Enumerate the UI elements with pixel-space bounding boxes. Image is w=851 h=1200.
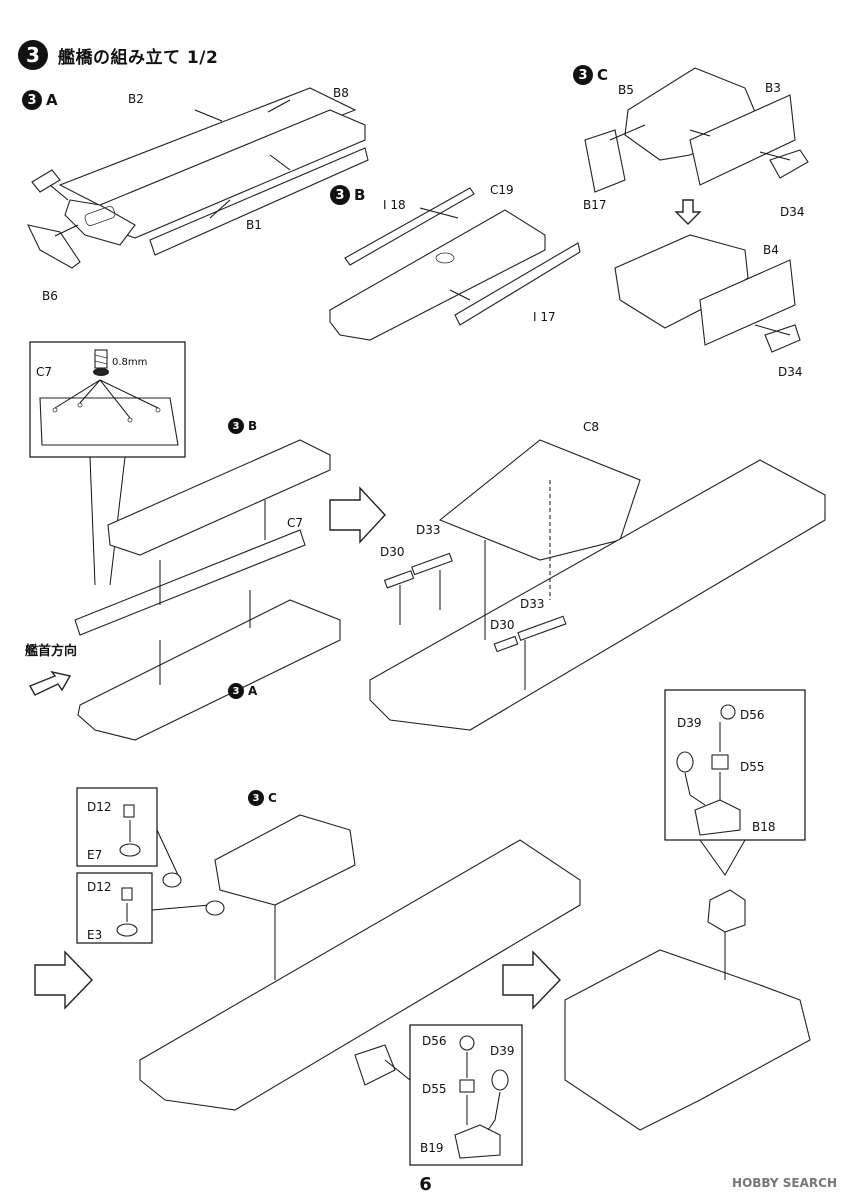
part-c19 [329,209,546,341]
part-deck-3b-assembled [139,839,581,1111]
b18-detail-box [664,689,806,876]
part-label-d39-r: D39 [677,716,702,730]
substep-3c-ref-badge: 3 C [248,790,277,806]
subassembly-3c-drawing [584,67,809,353]
part-bow-fitting [31,169,61,193]
assembly-flow-arrow-icon [502,950,561,1010]
deck-c8-assembly-drawing [369,439,826,731]
part-label-b5: B5 [618,83,634,97]
part-label-b8: B8 [333,86,349,100]
part-label-b3: B3 [765,81,781,95]
part-c8 [438,439,641,561]
part-label-b1: B1 [246,218,262,232]
part-d34-top [769,149,809,179]
part-label-d33-a: D33 [416,523,441,537]
subassembly-3a-drawing [27,87,369,269]
bridge-deck-assembly-drawing [29,439,341,741]
substep-3c-badge: 3 C [573,65,608,85]
part-label-e7: E7 [87,848,103,862]
part-label-d12-b: D12 [87,880,112,894]
final-bridge-assembly-drawing [564,889,811,1131]
part-label-d55-r: D55 [740,760,765,774]
b19-detail-box [384,1024,523,1166]
part-label-d34-top: D34 [780,205,805,219]
part-label-d33-b: D33 [520,597,545,611]
assembly-flow-arrow-icon [34,950,93,1010]
watermark-logo: HOBBY SEARCH [732,1176,837,1190]
part-final-bridge [564,949,811,1131]
part-label-d30-b: D30 [490,618,515,632]
drill-size-label: 0.8mm [112,357,148,368]
page-title: 艦橋の組み立て 1/2 [58,47,219,68]
part-b4 [699,259,796,346]
step-number-badge: 3 [18,40,48,70]
part-d34-bottom [764,324,801,353]
part-label-c7: C7 [287,516,304,530]
part-b19-assembled [354,1044,396,1086]
part-label-d55-b: D55 [422,1082,447,1096]
part-label-b17: B17 [583,198,607,212]
part-label-b19: B19 [420,1141,444,1155]
arrow-icon [674,199,702,225]
page-number: 6 [419,1174,432,1195]
part-b3 [689,94,796,186]
part-3b-top [107,439,331,556]
part-c7-plate [74,529,306,636]
part-label-d30-a: D30 [380,545,405,559]
e3-detail-box [76,872,211,944]
bridge-block-assembly-drawing [139,814,581,1111]
part-3c-bridge [214,814,356,906]
subassembly-3b-drawing [329,187,581,341]
substep-3b-ref-badge: 3 B [228,418,257,434]
part-i18 [344,187,475,266]
part-label-b2: B2 [128,92,144,106]
drill-icon [93,349,109,376]
part-label-i18: I 18 [383,198,406,212]
e7-detail-box [76,787,179,876]
part-b6 [27,224,81,269]
substep-3a-badge: 3 A [22,90,58,110]
part-label-i17: I 17 [533,310,556,324]
part-label-b18-r: B18 [752,820,776,834]
part-label-d12-a: D12 [87,800,112,814]
c7-detail-box [29,341,186,586]
part-label-d56-r: D56 [740,708,765,722]
part-i17 [454,242,581,326]
step-title: 3 艦橋の組み立て 1/2 [18,40,218,70]
part-b17 [584,129,626,193]
part-label-c19: C19 [490,183,514,197]
part-label-b6: B6 [42,289,58,303]
part-b1 [149,147,369,256]
substep-3b-badge: 3 B [330,185,365,205]
part-label-c8: C8 [583,420,600,434]
bow-direction-label: 艦首方向 [25,644,78,659]
assembly-flow-arrow-icon [329,486,386,544]
part-b2 [58,87,357,209]
part-label-d56-b: D56 [422,1034,447,1048]
part-label-d39-b: D39 [490,1044,515,1058]
part-label-e3: E3 [87,928,103,942]
bow-direction-arrow-icon [29,670,72,696]
part-label-c7-detail: C7 [36,365,53,379]
part-label-d34-bottom: D34 [778,365,803,379]
part-deck-assembled [369,459,826,731]
part-label-b4: B4 [763,243,779,257]
part-3a-bottom [77,599,341,741]
substep-3a-ref-badge: 3 A [228,683,257,699]
